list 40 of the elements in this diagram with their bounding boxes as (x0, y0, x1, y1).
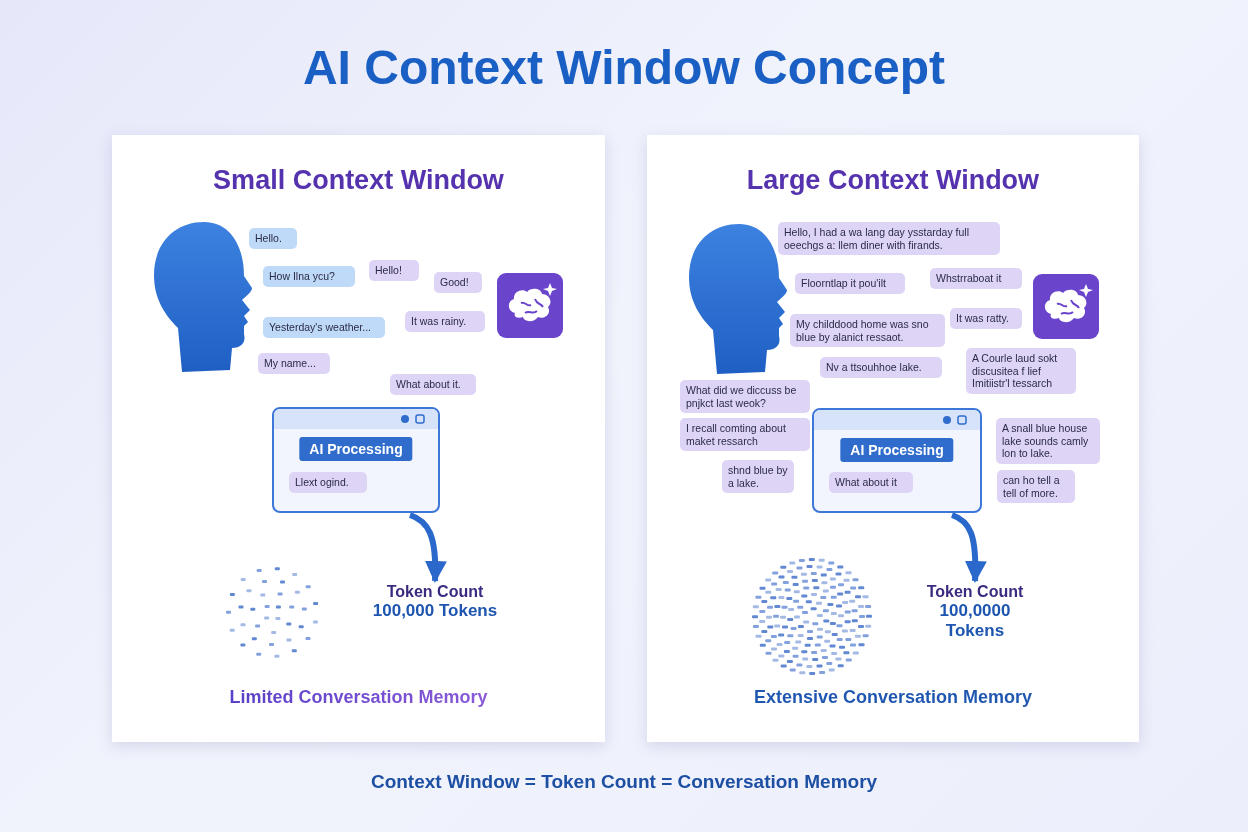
speech-bubble: shnd blue by a lake. (722, 460, 794, 493)
token-count-value: 100,000 Tokens (371, 601, 499, 621)
speech-bubble: Llext ogind. (289, 472, 367, 493)
token-count-heading: Token Count (385, 583, 485, 601)
title: AI Context Window Concept (301, 40, 947, 95)
curved-arrow (950, 512, 987, 583)
speech-bubble: How Ilna ycu? (263, 266, 355, 287)
speech-bubble: A snall blue house lake sounds camly lon to lake. (996, 418, 1100, 464)
panel-card (112, 135, 605, 742)
panel-title: Small Context Window (212, 165, 505, 196)
token-count-heading: Token Count (925, 583, 1025, 601)
caption: Context Window = Token Count = Conversation Memory (369, 771, 879, 793)
speech-bubble: What about it. (390, 374, 476, 395)
curved-arrow (408, 512, 447, 583)
speech-bubble: Good! (434, 272, 482, 293)
processing-label: AI Processing (840, 438, 954, 462)
panel-card (647, 135, 1139, 742)
panel-title: Large Context Window (745, 165, 1041, 196)
speech-bubble: Yesterday's weather... (263, 317, 385, 338)
speech-bubble: Hello, I had a wa lang day ysstarday full oeechgs a: llem diner with firands. (778, 222, 1000, 255)
speech-bubble: Floorntlap it pou'ilt (795, 273, 905, 294)
speech-bubble: Whstrraboat it (930, 268, 1022, 289)
panel-caption: Extensive Conversation Memory (753, 687, 1033, 708)
speech-bubble: A Courle laud sokt discusitea f lief Imitiistr'l tessarch (966, 348, 1076, 394)
speech-bubble: My name... (258, 353, 330, 374)
speech-bubble: It was ratty. (950, 308, 1022, 329)
speech-bubble: can ho tell a tell of more. (997, 470, 1075, 503)
panel-caption: Limited Conversation Memory (229, 687, 488, 708)
processing-label: AI Processing (299, 437, 413, 461)
app-window (812, 408, 982, 513)
speech-bubble: It was rainy. (405, 311, 485, 332)
speech-bubble: What about it (829, 472, 913, 493)
speech-bubble: What did we diccuss be pnjkct last weok? (680, 380, 810, 413)
speech-bubble: My childdood home was sno blue by alanict ressaot. (790, 314, 945, 347)
speech-bubble: I recall comting about maket ressarch (680, 418, 810, 451)
speech-bubble: Hello. (249, 228, 297, 249)
speech-bubble: Nv a ttsouhhoe lake. (820, 357, 942, 378)
speech-bubble: Hello! (369, 260, 419, 281)
app-window (272, 407, 440, 513)
token-count-value: 100,0000 Tokens (938, 601, 1012, 641)
